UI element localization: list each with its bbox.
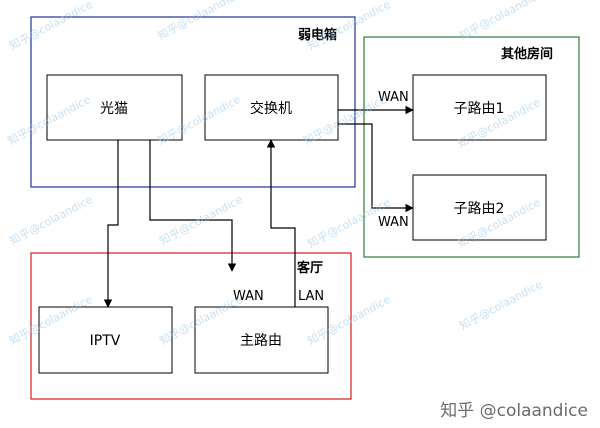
node-optical-modem: 光猫 [46, 74, 183, 141]
group-living-room [30, 252, 352, 400]
node-sub-router-2-label: 子路由2 [454, 201, 505, 217]
node-sub-router-1-label: 子路由1 [454, 101, 505, 117]
group-weak-box [30, 16, 356, 188]
watermark-tiles: 知乎@colaandice 知乎@colaandice 知乎@colaandic… [5, 0, 545, 348]
node-switch: 交换机 [204, 74, 339, 141]
edge-label-main-router-lan: LAN [298, 289, 324, 304]
node-switch-label: 交换机 [250, 100, 292, 117]
edge-label-sub-router-2-wan: WAN [378, 215, 409, 230]
edge-modem-to-main-router [149, 140, 237, 272]
node-iptv-label: IPTV [90, 333, 121, 349]
node-main-router-label: 主路由 [240, 333, 282, 349]
node-sub-router-1: 子路由1 [412, 74, 547, 141]
edge-switch-to-sub-router-2 [338, 123, 414, 213]
node-optical-modem-label: 光猫 [100, 101, 128, 117]
group-weak-box-label: 弱电箱 [298, 27, 337, 43]
watermark-tile: 知乎@colaandice [305, 0, 393, 53]
watermark-tile: 知乎@colaandice [7, 192, 95, 248]
watermark-main: 知乎 @colaandice [440, 401, 588, 421]
node-main-router: 主路由 [194, 306, 329, 374]
edge-label-sub-router-1-wan: WAN [378, 90, 409, 105]
group-other-rooms [363, 36, 580, 258]
edge-main-router-to-switch [266, 139, 296, 307]
watermark-tile: 知乎@colaandice [155, 0, 243, 43]
node-sub-router-2: 子路由2 [412, 174, 547, 241]
group-living-room-label: 客厅 [297, 260, 323, 276]
edge-modem-to-iptv [103, 140, 119, 308]
watermark-tile: 知乎@colaandice [457, 277, 545, 333]
watermark-tile: 知乎@colaandice [7, 0, 95, 53]
group-other-rooms-label: 其他房间 [501, 46, 553, 62]
watermark-tile: 知乎@colaandice [457, 0, 545, 43]
edge-label-main-router-wan: WAN [233, 289, 264, 304]
